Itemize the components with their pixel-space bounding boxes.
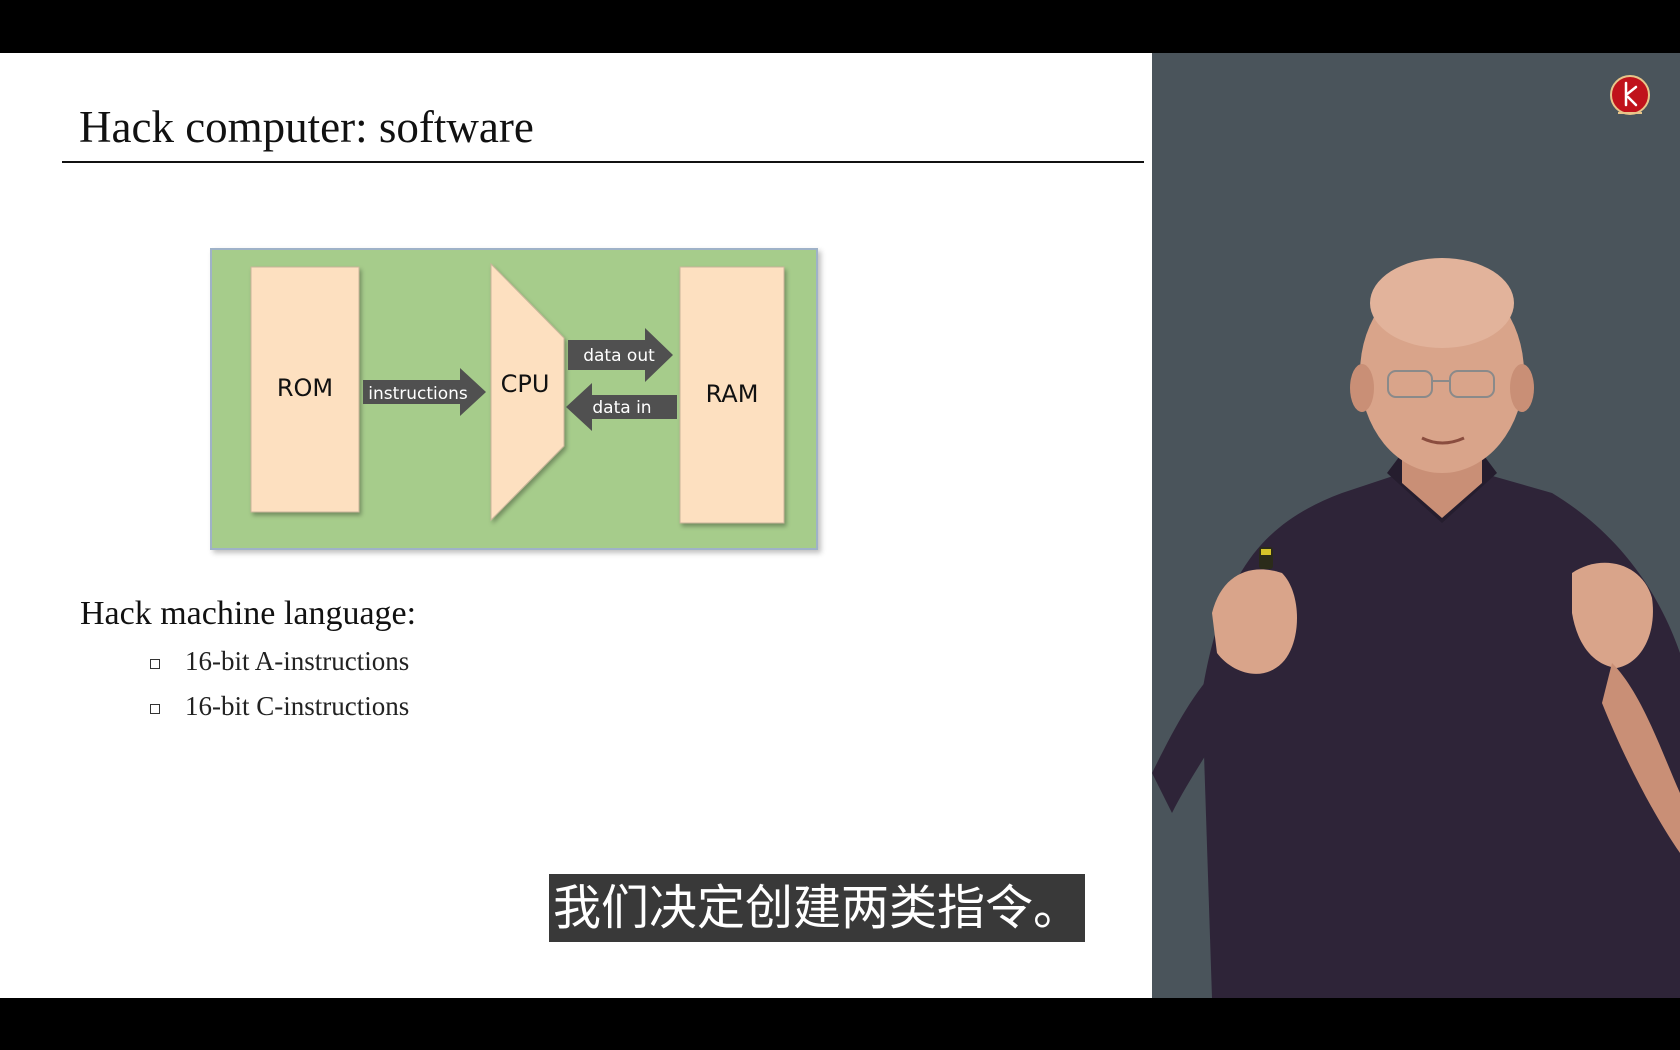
instructions-arrow xyxy=(363,368,486,416)
rom-block xyxy=(250,266,360,513)
cpu-block xyxy=(490,262,565,522)
slide: Hack computer: software ROM instructions… xyxy=(0,53,1152,998)
title-rule xyxy=(62,161,1144,163)
slide-title: Hack computer: software xyxy=(79,102,534,152)
presenter-video-panel xyxy=(1152,53,1680,998)
data-out-arrow xyxy=(568,328,673,382)
instructions-label: instructions xyxy=(368,384,468,404)
letterbox-top xyxy=(0,0,1680,53)
presenter-figure xyxy=(1152,258,1680,998)
university-logo-icon xyxy=(1610,75,1650,115)
bullet-square-icon xyxy=(150,703,160,714)
video-subtitle: 我们决定创建两类指令。 xyxy=(549,874,1086,942)
ram-label: RAM xyxy=(706,380,759,408)
bullet-text: 16-bit C-instructions xyxy=(185,691,410,721)
data-in-label: data in xyxy=(592,398,651,418)
diagram-canvas: ROM instructions CPU data out data in RA… xyxy=(250,262,785,524)
rom-label: ROM xyxy=(277,374,333,402)
data-out-label: data out xyxy=(583,346,655,366)
cpu-label: CPU xyxy=(501,370,550,398)
letterbox-bottom xyxy=(0,998,1680,1050)
bullet-item: 16-bit A-instructions xyxy=(150,646,409,677)
bullet-square-icon xyxy=(150,658,160,669)
ram-block xyxy=(679,266,785,524)
language-heading: Hack machine language: xyxy=(80,595,417,632)
data-in-arrow xyxy=(566,383,677,431)
bullet-text: 16-bit A-instructions xyxy=(185,646,410,676)
bullet-item: 16-bit C-instructions xyxy=(150,691,409,722)
architecture-diagram: ROM instructions CPU data out data in RA… xyxy=(210,248,818,550)
